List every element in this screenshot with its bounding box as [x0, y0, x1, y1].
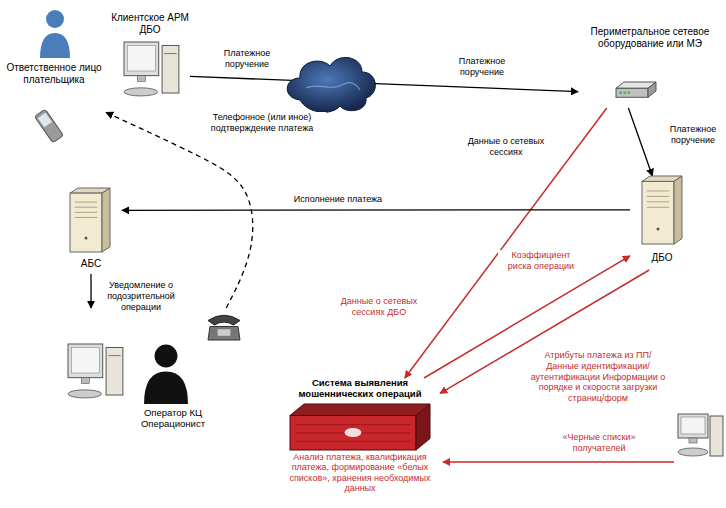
edge-label: Данные о сетевых сессиях ДБО: [336, 296, 422, 318]
deskphone-icon: [208, 315, 240, 340]
node-caption: Система выявления мошеннических операций: [280, 378, 440, 400]
blacklist-workstation: [678, 414, 723, 456]
node-caption: АБС: [60, 258, 122, 270]
flow-arrow: [90, 274, 91, 308]
edge-label: Исполнение платежа: [282, 194, 394, 205]
payer-person: Ответственное лицо плательщика: [2, 6, 106, 146]
operator-icon: [144, 345, 188, 404]
client-workstation: Клиентское АРМ ДБО: [110, 12, 190, 104]
node-caption: Ответственное лицо плательщика: [2, 62, 106, 85]
flow-arrow: [628, 108, 652, 176]
node-caption: Периметральное сетевое оборудование или …: [580, 26, 720, 49]
internet-cloud: [287, 57, 375, 112]
dbo-server: ДБО: [630, 176, 694, 270]
person-icon: [40, 10, 70, 58]
server-icon: [70, 188, 110, 252]
fraud-system: Система выявления мошеннических операций…: [280, 378, 440, 506]
abs-server: АБС: [60, 188, 122, 274]
edge-label: Уведомление о подозрительной операции: [100, 280, 182, 312]
blacklist-arrow: [443, 461, 674, 463]
flow-label: «Черные списки» получателей: [556, 432, 642, 454]
server-icon: [642, 176, 682, 244]
flow-arrow: [122, 209, 630, 211]
flow-arrow: [106, 112, 253, 308]
edge-label: Коэффициент риска операции: [498, 250, 584, 272]
node-caption: Клиентское АРМ ДБО: [110, 12, 190, 35]
computer-icon: [68, 344, 123, 398]
flow-label: Платежное поручение: [450, 56, 514, 78]
node-caption: Оператор КЦ Операционист: [130, 408, 216, 430]
edge-label: Телефонное (или иное) подтверждение плат…: [198, 112, 326, 134]
node-note: Анализ платежа, квалификация платежа, фо…: [284, 452, 436, 493]
mobile-icon: [34, 109, 63, 143]
perimeter-device: Периметральное сетевое оборудование или …: [578, 26, 722, 108]
router-icon: [616, 82, 656, 97]
computer-icon: [124, 42, 179, 96]
node-caption: ДБО: [630, 252, 694, 264]
flow-label: Данные о сетевых сессиях: [458, 136, 554, 158]
flow-arrow: [190, 76, 578, 91]
operator-desk: Оператор КЦ Операционист: [68, 308, 240, 438]
flow-arrow: [405, 108, 607, 378]
rack-icon: [290, 404, 430, 450]
edge-label: Платежное поручение: [662, 124, 724, 146]
edge-label: Платежное поручение: [215, 48, 279, 70]
edge-label: Атрибуты платежа из ПП/ Данные идентифик…: [528, 350, 668, 404]
